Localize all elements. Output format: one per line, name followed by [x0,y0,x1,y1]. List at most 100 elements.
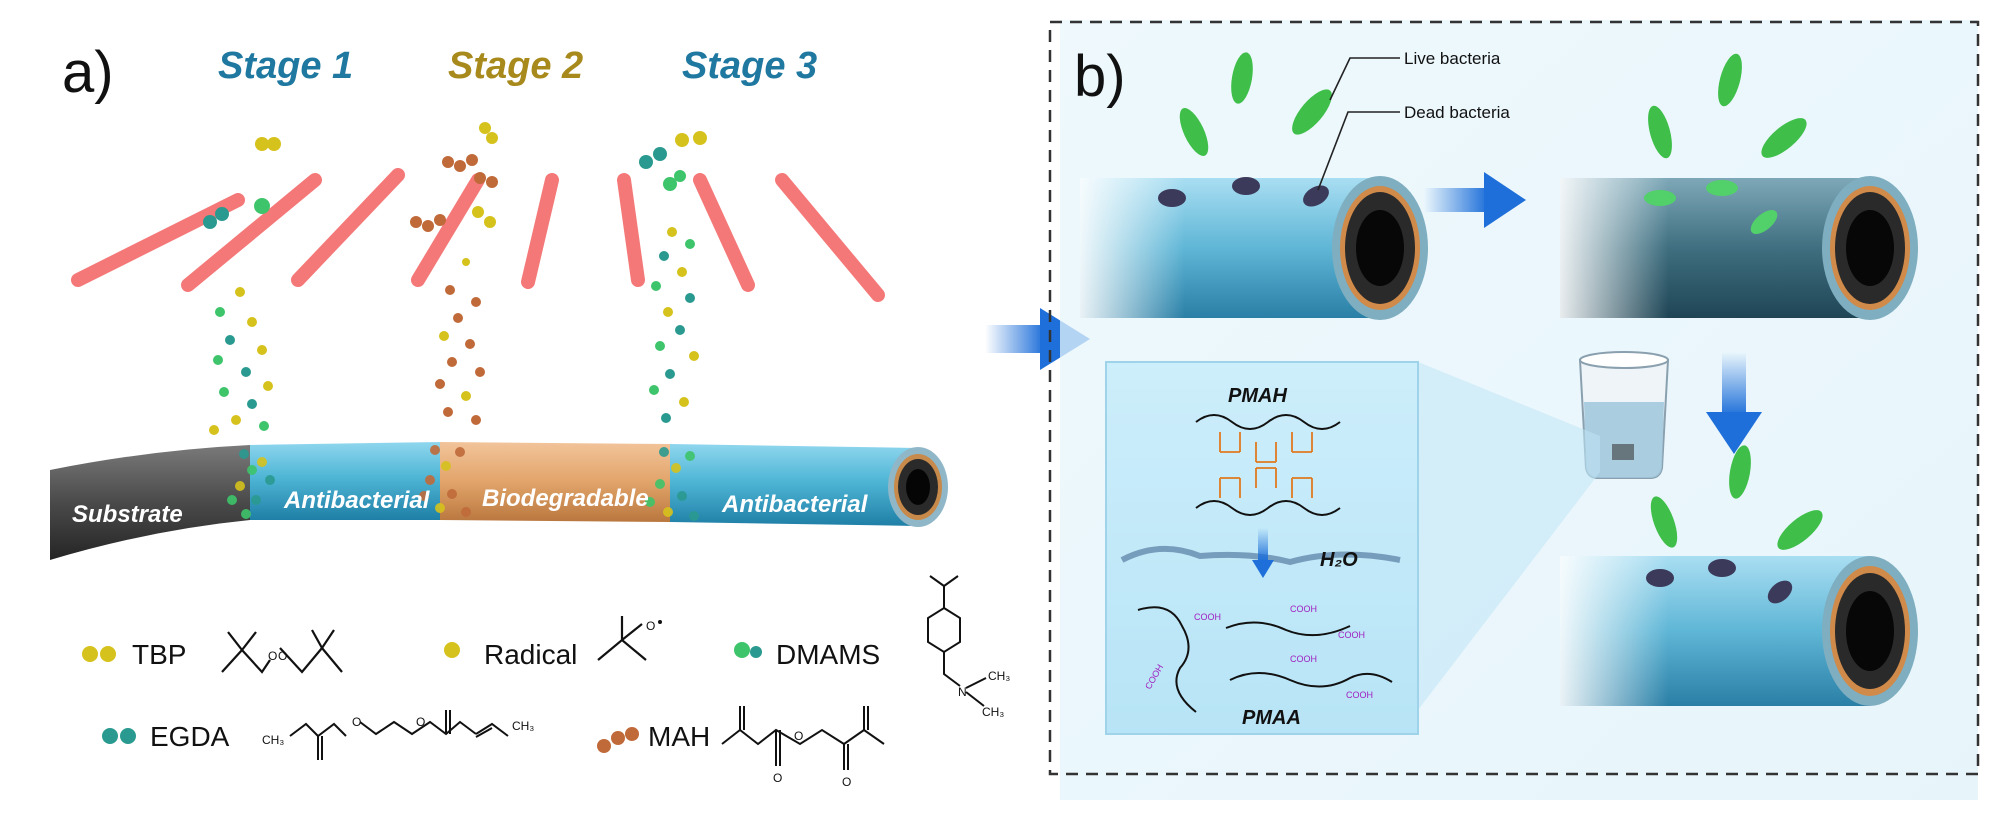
live-bacterium [1648,105,1672,159]
mah-oxygen-1: O [773,771,782,785]
dmams-structure-icon [927,575,987,707]
arrow-right [1424,172,1526,228]
pmah-label: PMAH [1228,385,1287,407]
live-bacterium [1777,510,1823,550]
legend-egda-label: EGDA [150,721,230,752]
tube-after-kill [1560,176,1918,320]
laser-beam [291,168,405,287]
live-bacteria-group-3 [1650,445,1823,550]
dead-bacteria-label: Dead bacteria [1404,103,1510,122]
tbp-oxygen-1: O [268,649,277,663]
live-bacterium [1761,118,1807,158]
legend: TBP O O Radical O [82,575,1010,789]
mah-oxygen-2: O [842,775,851,789]
segment-label-antibacterial-2: Antibacterial [721,491,869,518]
dead-bacterium [1646,569,1674,587]
live-bacterium [1750,210,1778,234]
laser-beam [617,173,645,287]
tube-substrate [50,445,250,560]
tube-after-degradation [1560,556,1918,706]
laser-beam [693,173,755,292]
live-bacterium [1718,53,1742,107]
pmaa-label: PMAA [1242,707,1301,729]
live-bacterium [1644,190,1676,206]
stage-1-title: Stage 1 [218,45,353,87]
molecule-streams [203,122,707,435]
stage-2-title: Stage 2 [448,45,583,87]
tube-biodegradable [440,442,670,522]
dead-bacterium [1303,185,1329,207]
pmah-chains [1195,414,1341,516]
egda-structure-icon [289,710,509,760]
mah-structure-icon [721,706,885,770]
live-bacterium [1729,445,1751,499]
radical-oxygen: O [646,619,655,633]
radical-structure-icon [597,616,647,661]
legend-tbp-label: TBP [132,639,186,670]
segment-label-antibacterial-1: Antibacterial [283,487,431,514]
tube-antibacterial-2 [670,444,918,526]
egda-methyl-left: CH₃ [262,733,284,747]
cooh-label: COOH [1194,612,1221,622]
cooh-label: COOH [1346,690,1373,700]
dead-bacterium [1708,559,1736,577]
live-bacterium [1706,180,1738,196]
panel-b-label: b) [1074,44,1126,109]
live-bacteria-label: Live bacteria [1404,49,1501,68]
egda-oxygen-2: O [416,715,425,729]
cooh-label: COOH [1338,630,1365,640]
legend-tbp: TBP O O [82,629,343,674]
egda-oxygen-1: O [352,715,361,729]
panel-a-label: a) [62,40,114,105]
legend-mah-label: MAH [648,721,710,752]
laser-beam [71,193,245,287]
live-bacterium [1179,108,1209,156]
laser-beam [181,173,322,292]
laser-beam [775,173,885,302]
panel-a: a) Stage 1 Stage 2 Stage 3 [50,40,1010,789]
legend-dmams-label: DMAMS [776,639,880,670]
zoom-projection [1418,362,1600,710]
dead-bacterium [1767,580,1793,604]
panel-b: b) Live bacteria Dead bacteria [1048,20,1980,800]
water-splash [1120,545,1401,566]
mah-oxygen-bridge: O [794,729,803,743]
legend-egda: EGDA CH₃ O O CH₃ [102,710,534,760]
cooh-label: COOH [1290,654,1317,664]
laser-beam [411,173,485,287]
bacteria-callouts: Live bacteria Dead bacteria [1317,49,1510,191]
panel-b-dashed-frame [1048,20,1980,776]
live-bacterium [1292,89,1332,135]
dmams-methyl-1: CH₃ [988,669,1010,683]
live-bacterium [1231,52,1253,104]
pmaa-chains [1137,606,1393,713]
legend-radical: Radical O [444,616,662,670]
arrow-down [1706,352,1762,454]
h2o-label: H₂O [1320,549,1358,571]
legend-mah: MAH O O O [597,706,885,789]
egda-methyl-right: CH₃ [512,719,534,733]
dead-bacterium [1158,189,1186,207]
tube-before [1080,176,1428,320]
legend-radical-label: Radical [484,639,577,670]
live-bacteria-group-1 [1179,52,1332,156]
live-bacterium [1650,496,1678,548]
anhydride-rings [1219,432,1313,498]
dead-bacterium [1232,177,1260,195]
stage-3-title: Stage 3 [682,45,817,87]
dmams-methyl-2: CH₃ [982,705,1004,719]
segment-label-biodegradable: Biodegradable [482,485,649,512]
laser-beam [521,173,559,289]
beaker-icon [1578,351,1670,479]
degradation-inset: PMAH H₂O [1105,361,1419,735]
tbp-oxygen-2: O [278,649,287,663]
segment-label-substrate: Substrate [72,501,183,528]
tube-antibacterial-1 [250,442,440,520]
laser-beams [71,168,885,302]
tbp-structure-icon [221,629,343,674]
live-bacteria-group-2 [1648,53,1807,159]
tube-diagram: Substrate Antibacterial Biodegradable An… [50,442,948,560]
cooh-label: COOH [1290,604,1317,614]
dmams-nitrogen: N [958,685,967,699]
